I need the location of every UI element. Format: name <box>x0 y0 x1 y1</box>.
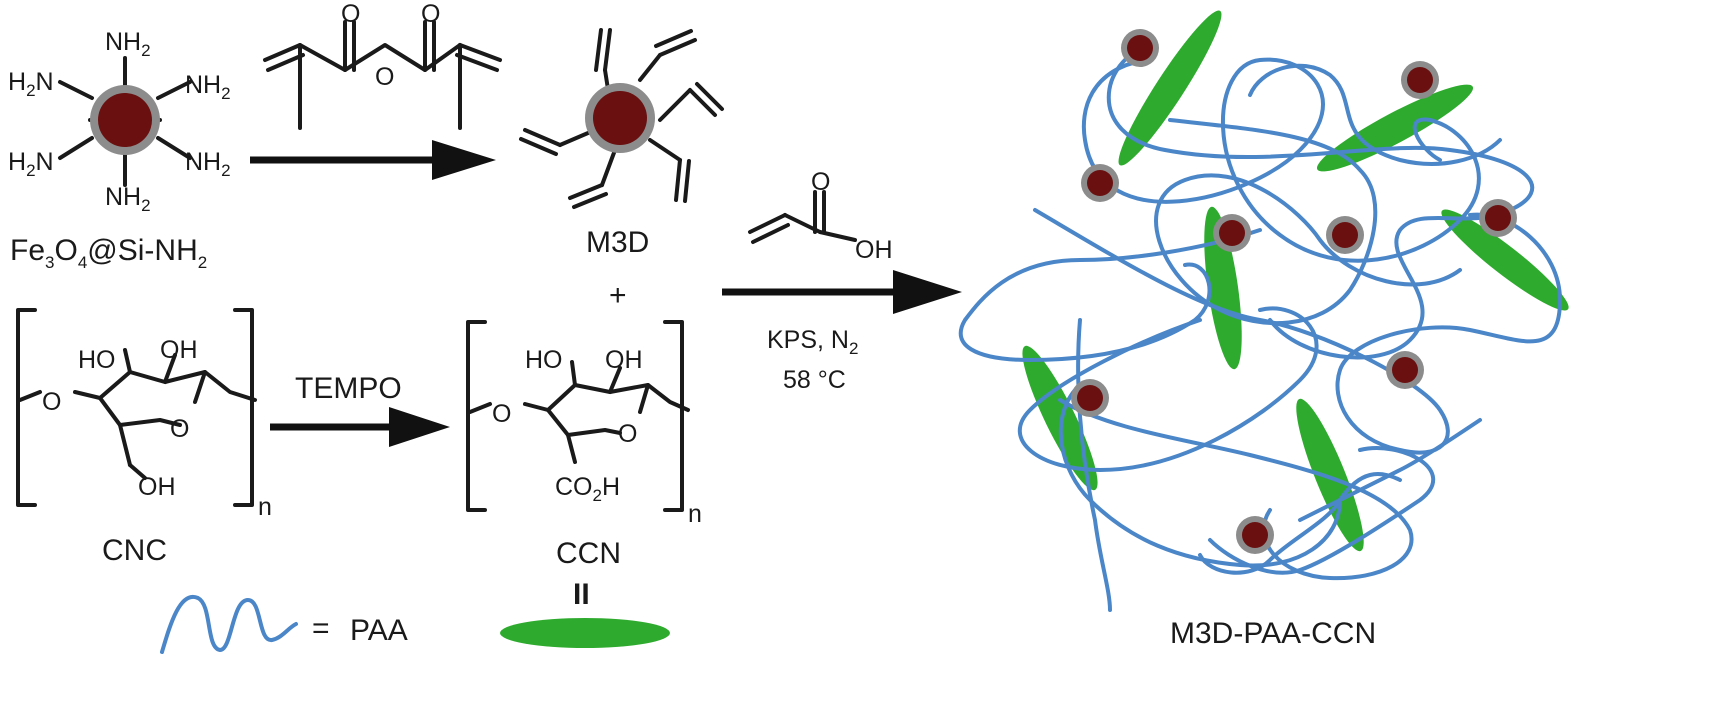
ccn-rod <box>1204 206 1242 370</box>
ccn-oh: OH <box>605 346 643 374</box>
h2n-left-top: H2N <box>8 68 54 100</box>
product-label: M3D-PAA-CCN <box>1170 617 1376 650</box>
paa-chain <box>1248 63 1502 166</box>
product-network <box>958 10 1569 612</box>
paa-chain <box>1017 306 1319 472</box>
paa-chain <box>1298 418 1482 522</box>
ccn-rod <box>1296 398 1364 552</box>
o-bridge: O <box>375 63 394 91</box>
paa-chain <box>1033 208 1562 455</box>
arrow-methacrylation <box>250 140 496 180</box>
m3d-core <box>1485 205 1511 231</box>
m3d-core <box>1219 220 1245 246</box>
m3d-core <box>1077 385 1103 411</box>
acrylic-acid: O OH <box>748 168 893 264</box>
ccn-label: CCN <box>556 537 621 570</box>
nanoparticle-label: Fe3O4@Si-NH2 <box>10 234 207 272</box>
cnc-repeat-n: n <box>258 493 272 521</box>
cnc-o-left: O <box>42 388 61 416</box>
ccn-rod <box>1118 10 1222 166</box>
paa-label: PAA <box>350 614 408 647</box>
h2n-left-bottom: H2N <box>8 148 54 180</box>
m3d-core <box>1127 35 1153 61</box>
ccn-rod <box>1441 209 1569 311</box>
cnc-label: CNC <box>102 534 167 567</box>
cnc-ho: HO <box>78 346 116 374</box>
temperature-label: 58 °C <box>783 366 846 394</box>
ccn-rod-icon <box>500 618 670 648</box>
arrow-polymerization: KPS, N2 58 °C <box>722 270 962 394</box>
nh2-bottom: NH2 <box>105 183 151 215</box>
ccn-co2h: CO2H <box>555 473 620 505</box>
paa-equals: = <box>312 612 330 645</box>
paa-chain <box>1154 118 1462 326</box>
particle-core <box>98 93 152 147</box>
ccn-o-ring: O <box>618 420 637 448</box>
ccn-repeat-unit: O O HO OH CO2H n CCN II <box>466 320 702 611</box>
fe3o4-si-nh2-particle: NH2 H2N NH2 H2N NH2 NH2 Fe3O4@Si-NH2 <box>8 28 231 272</box>
plus-sign: + <box>609 279 627 312</box>
m3d-core <box>1242 522 1268 548</box>
o-carbonyl-left: O <box>341 0 360 28</box>
cnc-repeat-unit: O O HO OH OH n CNC <box>16 308 272 567</box>
m3d-core <box>1407 67 1433 93</box>
paa-chain-icon <box>160 594 298 654</box>
methacrylic-anhydride: O O O <box>263 0 502 130</box>
arrow-tempo: TEMPO <box>270 372 450 447</box>
cnc-oh-bottom: OH <box>138 473 176 501</box>
paa-chain <box>1106 43 1535 360</box>
tempo-label: TEMPO <box>295 372 402 405</box>
ccn-repeat-n: n <box>688 500 702 528</box>
paa-chain <box>1198 472 1402 575</box>
ccn-rod <box>1316 84 1474 172</box>
ccn-o-left: O <box>492 400 511 428</box>
nh2-right-top: NH2 <box>185 71 231 103</box>
ccn-ho: HO <box>525 346 563 374</box>
acrylic-o: O <box>811 168 830 196</box>
m3d-label: M3D <box>586 226 649 259</box>
m3d-core <box>1332 222 1358 248</box>
m3d-core <box>1087 170 1113 196</box>
m3d-core <box>1392 357 1418 383</box>
o-carbonyl-right: O <box>421 0 440 28</box>
ccn-equals: II <box>573 578 590 611</box>
paa-chain <box>1076 318 1112 612</box>
m3d-particle: M3D + <box>519 28 724 312</box>
nh2-right-bottom: NH2 <box>185 148 231 180</box>
nh2-top: NH2 <box>105 28 151 60</box>
kps-n2-label: KPS, N2 <box>767 326 858 358</box>
acrylic-oh: OH <box>855 236 893 264</box>
cnc-oh-top: OH <box>160 336 198 364</box>
paa-legend: = PAA <box>160 594 408 654</box>
paa-chain <box>1058 388 1342 568</box>
cnc-o-ring: O <box>170 415 189 443</box>
